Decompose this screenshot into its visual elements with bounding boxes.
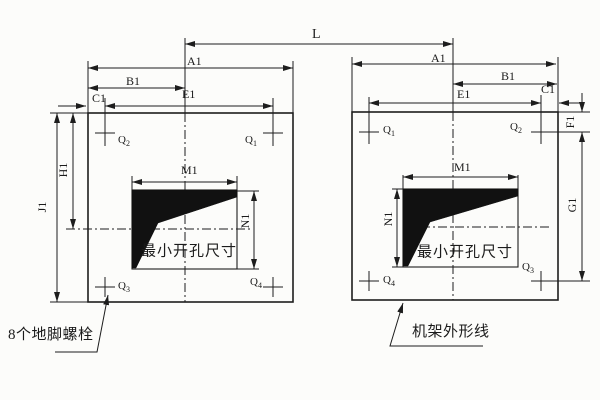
right-bolt-crosses <box>359 131 590 291</box>
dim-label-e1-right: E1 <box>457 87 471 101</box>
anchor-bolts-leader <box>55 294 110 353</box>
dim-label-l: L <box>312 27 321 42</box>
dim-label-m1-left: M1 <box>181 163 198 177</box>
dim-label-n1-left: N1 <box>238 213 252 229</box>
bolt-label-left-bottom-left: Q3 <box>118 280 130 295</box>
bolt-label-right-top-left: Q1 <box>383 124 395 139</box>
frame-outline-leader <box>389 302 483 347</box>
dim-label-b1-left: B1 <box>126 74 141 88</box>
bolt-label-right-top-right: Q2 <box>510 121 522 136</box>
left-bolt-crosses <box>95 132 283 297</box>
dim-label-f1-right: F1 <box>563 115 577 129</box>
bolt-label-left-top-left: Q2 <box>118 134 130 149</box>
dim-label-j1-left: J1 <box>35 201 49 213</box>
left-opening-wedge <box>131 189 238 269</box>
dim-label-m1-right: M1 <box>454 160 471 174</box>
bolt-label-right-bottom-left: Q4 <box>383 274 395 289</box>
dim-label-h1-left: H1 <box>56 162 70 178</box>
left-view-linework <box>50 38 294 303</box>
bolt-label-left-bottom-right: Q4 <box>250 276 262 291</box>
dim-label-e1-left: E1 <box>182 87 196 101</box>
bolt-label-left-top-right: Q1 <box>245 134 257 149</box>
opening-size-label-right: 最小开孔尺寸 <box>416 244 514 261</box>
right-opening-wedge <box>402 188 519 267</box>
dim-label-b1-right: B1 <box>501 69 516 83</box>
right-view-linework <box>351 38 590 301</box>
dim-label-c1-right: C1 <box>541 82 556 96</box>
frame-outline-callout: 机架外形线 <box>412 324 490 340</box>
dim-label-c1-left: C1 <box>92 91 107 105</box>
opening-size-label-left: 最小开孔尺寸 <box>140 243 238 260</box>
dim-label-n1-right: N1 <box>381 211 395 227</box>
dim-label-a1-right: A1 <box>431 51 446 65</box>
right-frame-outline <box>351 111 559 301</box>
dim-label-a1-left: A1 <box>187 54 202 68</box>
left-frame-outline <box>87 112 294 303</box>
bolt-label-right-bottom-right: Q3 <box>522 261 534 276</box>
dim-label-g1-right: G1 <box>565 197 579 213</box>
anchor-bolts-callout: 8个地脚螺栓 <box>8 327 94 343</box>
